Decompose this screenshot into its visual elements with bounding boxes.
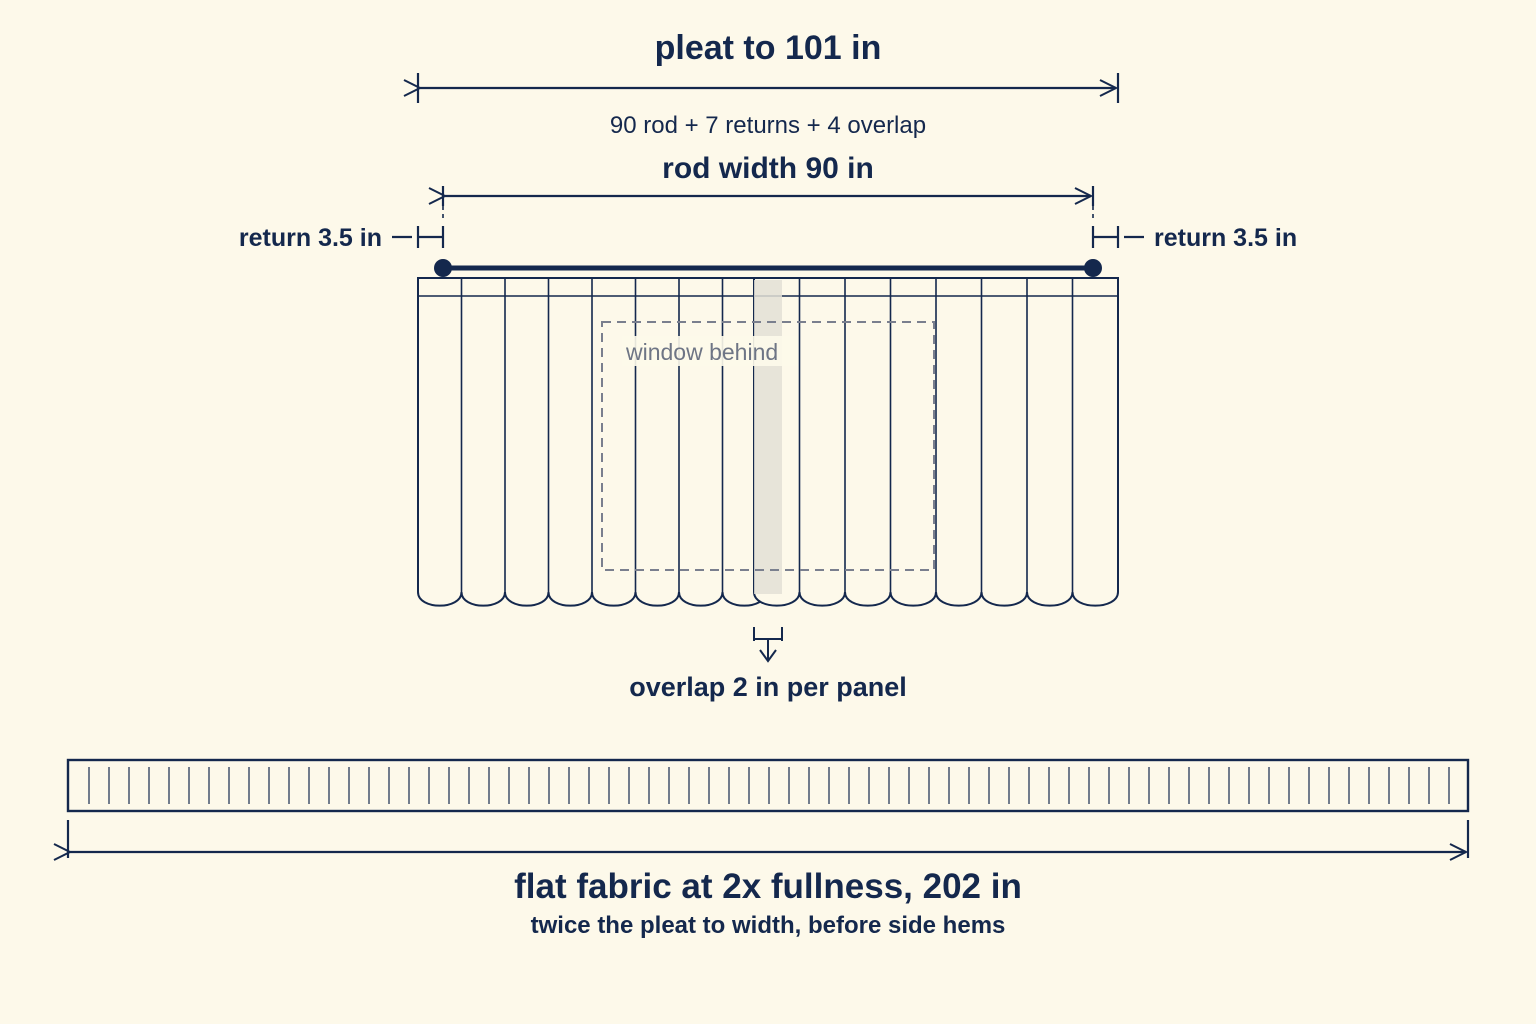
rod-finial-left — [434, 259, 452, 277]
flat-fabric-note: twice the pleat to width, before side he… — [531, 912, 1006, 939]
overlap-label: overlap 2 in per panel — [629, 672, 907, 702]
flat-fabric-outline — [66, 758, 1470, 813]
pleat-formula-label: 90 rod + 7 returns + 4 overlap — [610, 112, 926, 139]
curtain-panels: window behind — [417, 277, 1119, 607]
overlap-callout — [753, 627, 783, 663]
right-curtain-panel — [753, 277, 1119, 607]
pleat-to-label: pleat to 101 in — [655, 29, 882, 67]
rod-width-label: rod width 90 in — [662, 152, 874, 185]
curtain-rod — [434, 259, 1102, 277]
rod-width-dimension — [443, 186, 1095, 222]
return-right-label: return 3.5 in — [1154, 224, 1297, 252]
overlap-band-overlay — [754, 280, 782, 594]
flat-fabric-dimension — [68, 820, 1470, 858]
return-left-dimension — [392, 226, 445, 248]
pleat-to-dimension — [418, 73, 1120, 103]
flat-fabric-label: flat fabric at 2x fullness, 202 in — [514, 867, 1022, 906]
window-outline — [601, 321, 935, 571]
return-left-label: return 3.5 in — [239, 224, 382, 252]
left-curtain-panel — [417, 277, 767, 607]
rod-finial-right — [1084, 259, 1102, 277]
return-right-dimension — [1091, 226, 1144, 248]
flat-fabric-strip — [66, 758, 1470, 813]
window-behind-label: window behind — [625, 339, 778, 365]
window-label-backdrop — [622, 336, 798, 366]
